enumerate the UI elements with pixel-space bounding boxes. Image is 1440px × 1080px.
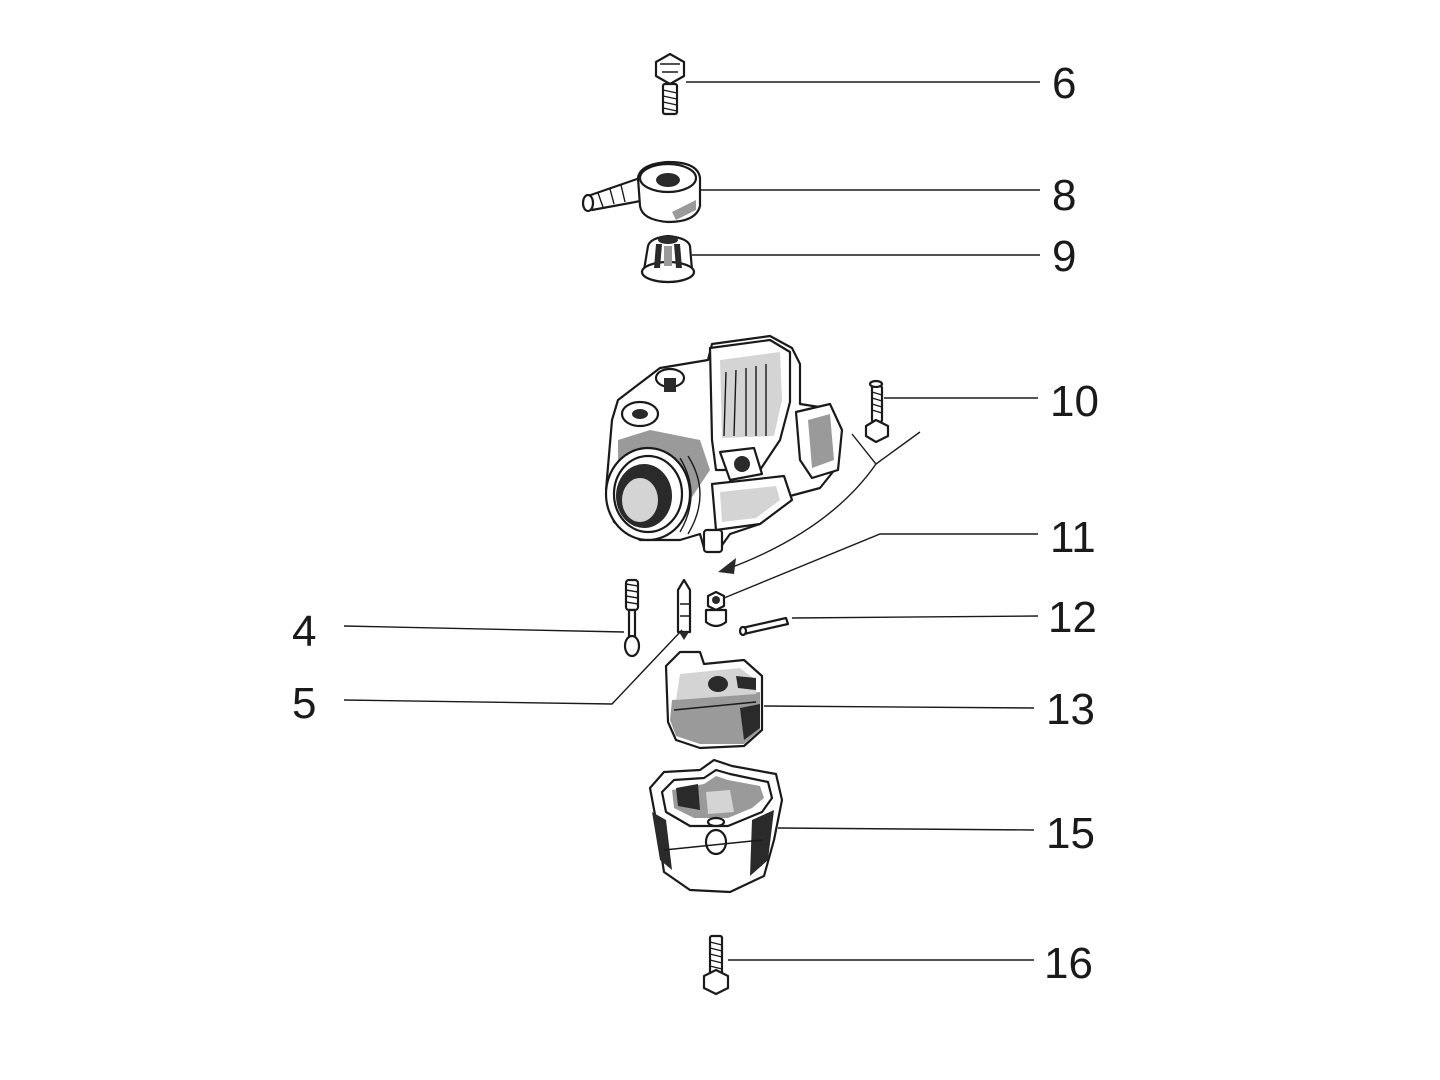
callout-11: 11	[1050, 513, 1096, 562]
part-4-mixture-screw	[623, 578, 641, 658]
part-15-float-bowl	[648, 758, 784, 894]
part-11-jet	[704, 590, 728, 628]
part-12-float-pin	[738, 616, 790, 637]
callout-15: 15	[1046, 809, 1095, 858]
part-16-bowl-screw	[702, 934, 730, 996]
callout-6: 6	[1052, 59, 1076, 108]
leader-5	[343, 629, 683, 705]
callout-labels: 6 8 9 10 11 12 4 5 13 15 16	[292, 59, 1099, 988]
callout-16: 16	[1044, 939, 1093, 988]
leader-11	[723, 533, 1038, 599]
leader-4	[343, 625, 625, 633]
leader-13	[763, 705, 1035, 709]
callout-12: 12	[1048, 593, 1097, 642]
part-13-float	[664, 650, 764, 750]
callout-4: 4	[292, 607, 316, 656]
callout-13: 13	[1046, 685, 1095, 734]
leader-15	[777, 827, 1035, 831]
carburetor-body	[604, 334, 844, 554]
part-6-screw	[654, 52, 686, 116]
part-10-idle-screw	[864, 379, 890, 444]
callout-5: 5	[292, 679, 316, 728]
assembly-arrow	[718, 431, 921, 574]
callout-9: 9	[1052, 232, 1076, 281]
leader-lines	[343, 81, 1040, 961]
part-5-needle	[676, 578, 692, 640]
callout-10: 10	[1050, 377, 1099, 426]
part-8-fuel-union	[581, 160, 702, 224]
callout-8: 8	[1052, 171, 1076, 220]
leader-12	[791, 615, 1039, 619]
part-9-filter	[640, 234, 696, 284]
